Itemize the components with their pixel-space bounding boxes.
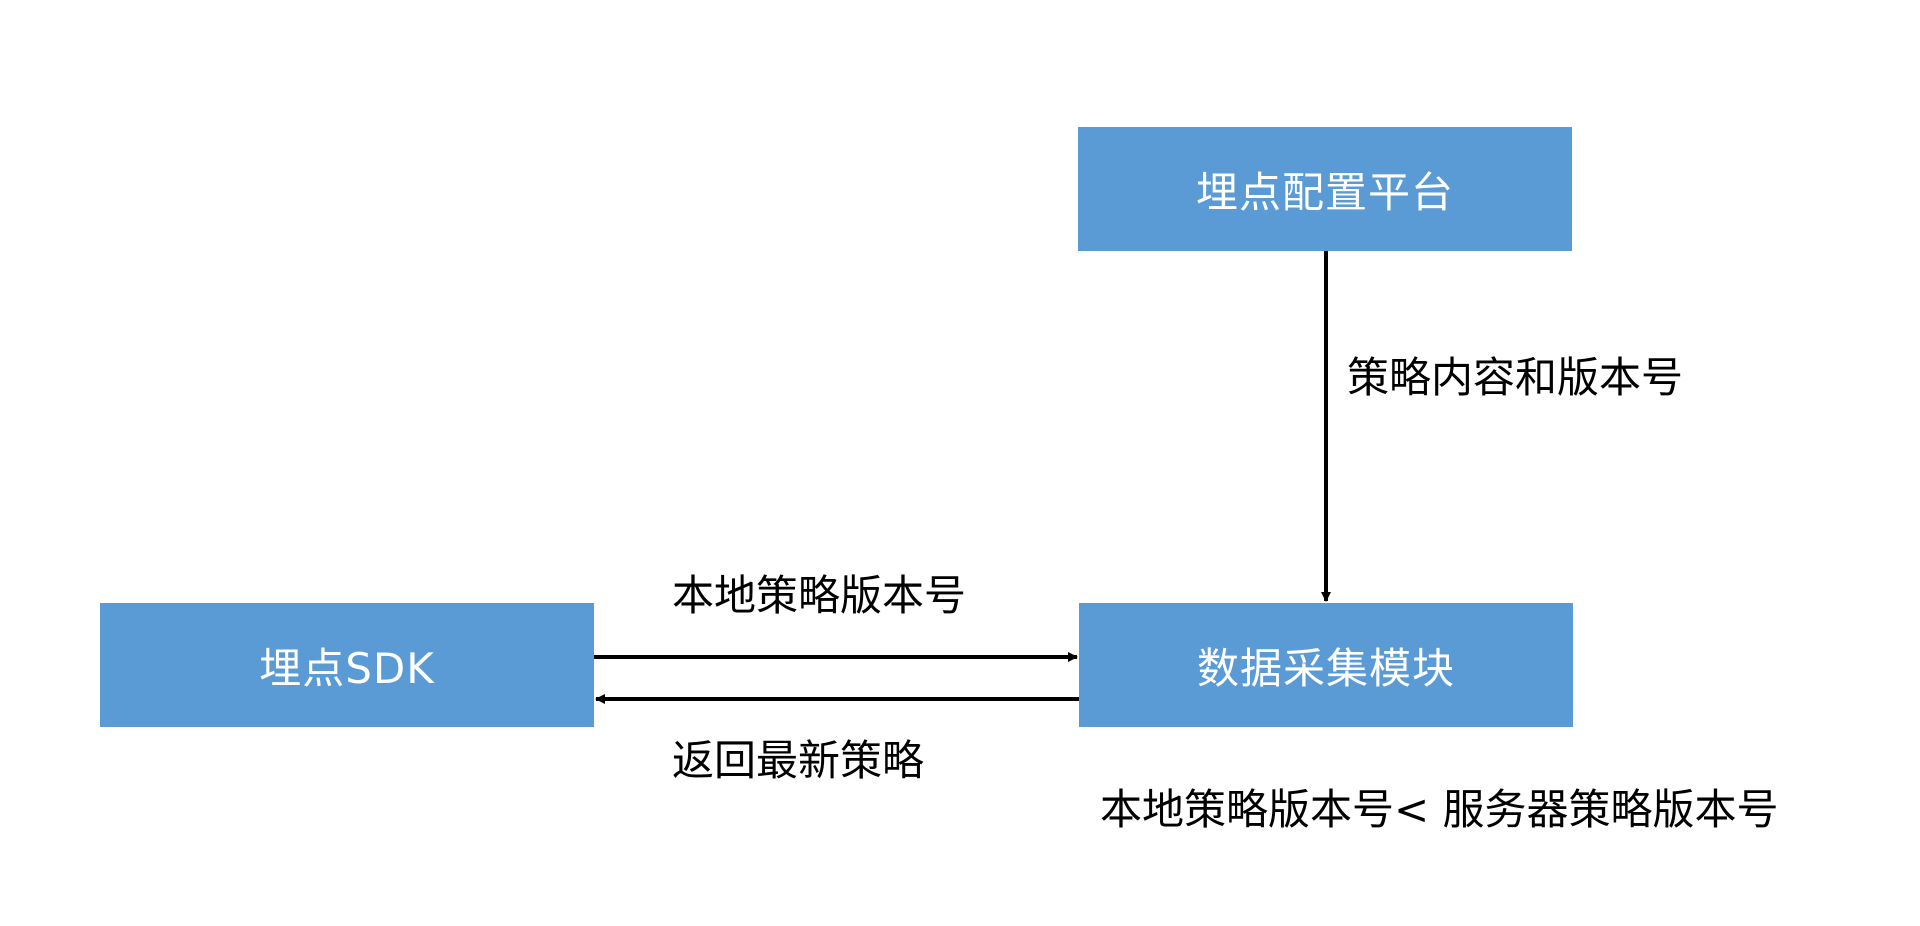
edge-label-collector-to-sdk: 返回最新策略 [672, 736, 925, 785]
node-collector: 数据采集模块 [1079, 603, 1573, 727]
node-sdk: 埋点SDK [100, 603, 594, 727]
node-platform-label: 埋点配置平台 [1195, 167, 1454, 217]
node-sdk-label: 埋点SDK [259, 643, 435, 693]
node-platform: 埋点配置平台 [1078, 127, 1572, 251]
edge-label-platform-to-collector: 策略内容和版本号 [1347, 353, 1684, 402]
condition-note: 本地策略版本号< 服务器策略版本号 [1100, 785, 1779, 834]
edge-label-sdk-to-collector: 本地策略版本号 [672, 571, 967, 620]
node-collector-label: 数据采集模块 [1196, 643, 1455, 693]
